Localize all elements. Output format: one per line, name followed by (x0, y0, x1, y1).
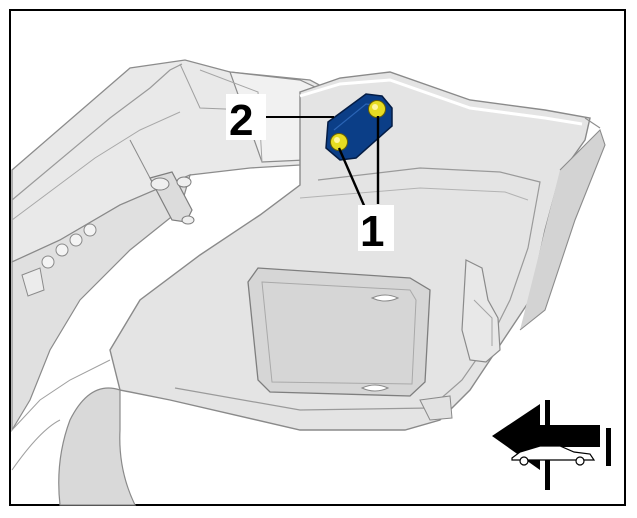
side-clip (419, 259, 501, 421)
callout-label-2: 2 (229, 96, 253, 145)
callout-label-1: 1 (360, 207, 384, 256)
callout-leaders (262, 116, 380, 211)
bolt-lower (330, 133, 348, 151)
hinge-stud (129, 139, 195, 225)
callout-1-box (358, 205, 394, 251)
callout-2-box (226, 94, 266, 140)
bolt-upper (368, 100, 386, 118)
recessed-trim-panel (247, 267, 431, 397)
car-icon (511, 445, 596, 466)
